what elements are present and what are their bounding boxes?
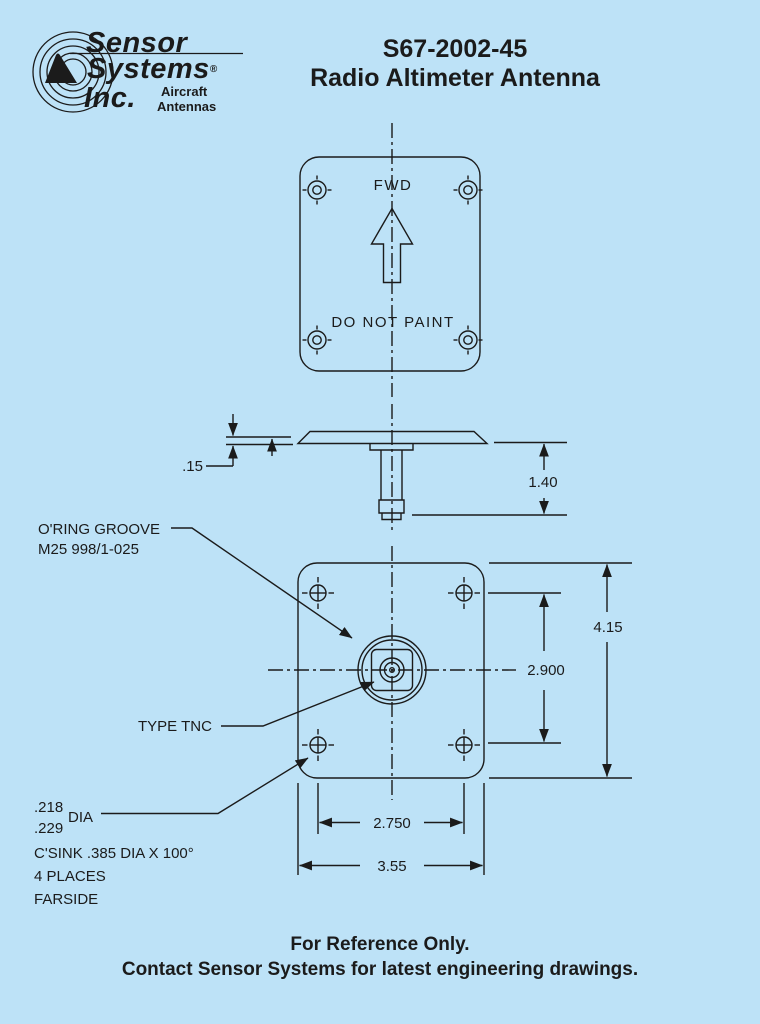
dia-label: DIA [68, 809, 93, 826]
connector-body-square [370, 648, 414, 692]
part-name: Radio Altimeter Antenna [310, 64, 600, 92]
registered-mark: ® [209, 64, 218, 75]
dim-plate-height: 4.15 [489, 562, 632, 779]
side-view: .15 1.40 [182, 404, 567, 532]
logo-rings-icon [32, 31, 243, 113]
dim-plate-width: 3.55 [297, 783, 485, 875]
callout-oring-groove: O'RING GROOVE M25 998/1-025 [38, 521, 353, 639]
hole-dia-lower-label: .229 [34, 820, 63, 837]
callout-csink: .218 .229 DIA C'SINK .385 DIA X 100° 4 P… [34, 757, 309, 908]
dim-hole-span-horizontal: 2.750 [317, 783, 465, 834]
top-view: FWD DO NOT PAINT [299, 123, 484, 397]
dim-label-hole-span-horizontal: 2.750 [373, 815, 411, 832]
logo-ring [39, 38, 107, 106]
logo-text-sensor: Sensor [86, 27, 188, 59]
plate-profile [296, 430, 489, 445]
farside-note-label: FARSIDE [34, 891, 98, 908]
connector-tip [381, 513, 402, 521]
logo-text-aircraft: Aircraft [161, 84, 208, 99]
reference-note: For Reference Only. Contact Sensor Syste… [0, 932, 760, 982]
mounting-hole [301, 728, 335, 762]
leader-line [221, 681, 375, 727]
antenna-fin-icon [45, 53, 77, 83]
oring-spec-label: M25 998/1-025 [38, 541, 139, 558]
dim-thickness: .15 [182, 414, 293, 475]
page-title: S67-2002-45 Radio Altimeter Antenna [155, 35, 755, 93]
fwd-label: FWD [374, 177, 413, 194]
callout-type-tnc: TYPE TNC [138, 681, 375, 735]
do-not-paint-label: DO NOT PAINT [331, 314, 454, 331]
connector-nut [378, 499, 405, 514]
sensor-systems-logo: Sensor Systems® Inc. Aircraft Antennas [0, 0, 260, 130]
mounting-hole [447, 728, 481, 762]
csink-note-label: C'SINK .385 DIA X 100° [34, 845, 194, 862]
connector-ring [383, 661, 401, 679]
antenna-plate-outline [299, 156, 481, 372]
part-number: S67-2002-45 [382, 35, 528, 63]
mounting-hole [452, 174, 484, 206]
leader-line [101, 757, 309, 815]
bottom-view: 2.900 4.15 2.750 [34, 521, 632, 908]
antenna-plate-outline [297, 562, 485, 779]
oring-groove-circle [357, 635, 427, 705]
leader-line [171, 527, 353, 639]
reference-note-line2: Contact Sensor Systems for latest engine… [121, 959, 639, 980]
dim-label-plate-height: 4.15 [593, 619, 622, 636]
mounting-hole [301, 324, 333, 356]
dim-hole-span-vertical: 2.900 [488, 592, 565, 744]
reference-note-line1: For Reference Only. [290, 934, 470, 955]
mounting-hole [301, 576, 335, 610]
hole-dia-upper-label: .218 [34, 799, 63, 816]
dim-label-height: 1.40 [528, 474, 557, 491]
type-tnc-label: TYPE TNC [138, 718, 212, 735]
mounting-hole [452, 324, 484, 356]
logo-ring [32, 31, 114, 113]
places-note-label: 4 PLACES [34, 868, 106, 885]
logo-text-systems: Systems® [87, 53, 218, 85]
logo-text-antennas: Antennas [157, 99, 217, 114]
dim-label-hole-span-vertical: 2.900 [527, 662, 565, 679]
fwd-arrow-icon [370, 207, 414, 284]
tnc-connector [357, 635, 427, 705]
oring-groove-label: O'RING GROOVE [38, 521, 160, 538]
connector-ring [379, 657, 405, 683]
dim-label-plate-width: 3.55 [377, 858, 406, 875]
oring-groove-circle [361, 639, 423, 701]
logo-text-inc: Inc. [84, 82, 136, 114]
logo-ring [46, 45, 100, 99]
mounting-hole [301, 174, 333, 206]
dim-connector-height: 1.40 [412, 441, 567, 516]
connector-flange [369, 443, 414, 451]
dim-label-thickness: .15 [182, 458, 203, 475]
connector-pin [389, 667, 396, 674]
mounting-hole [447, 576, 481, 610]
